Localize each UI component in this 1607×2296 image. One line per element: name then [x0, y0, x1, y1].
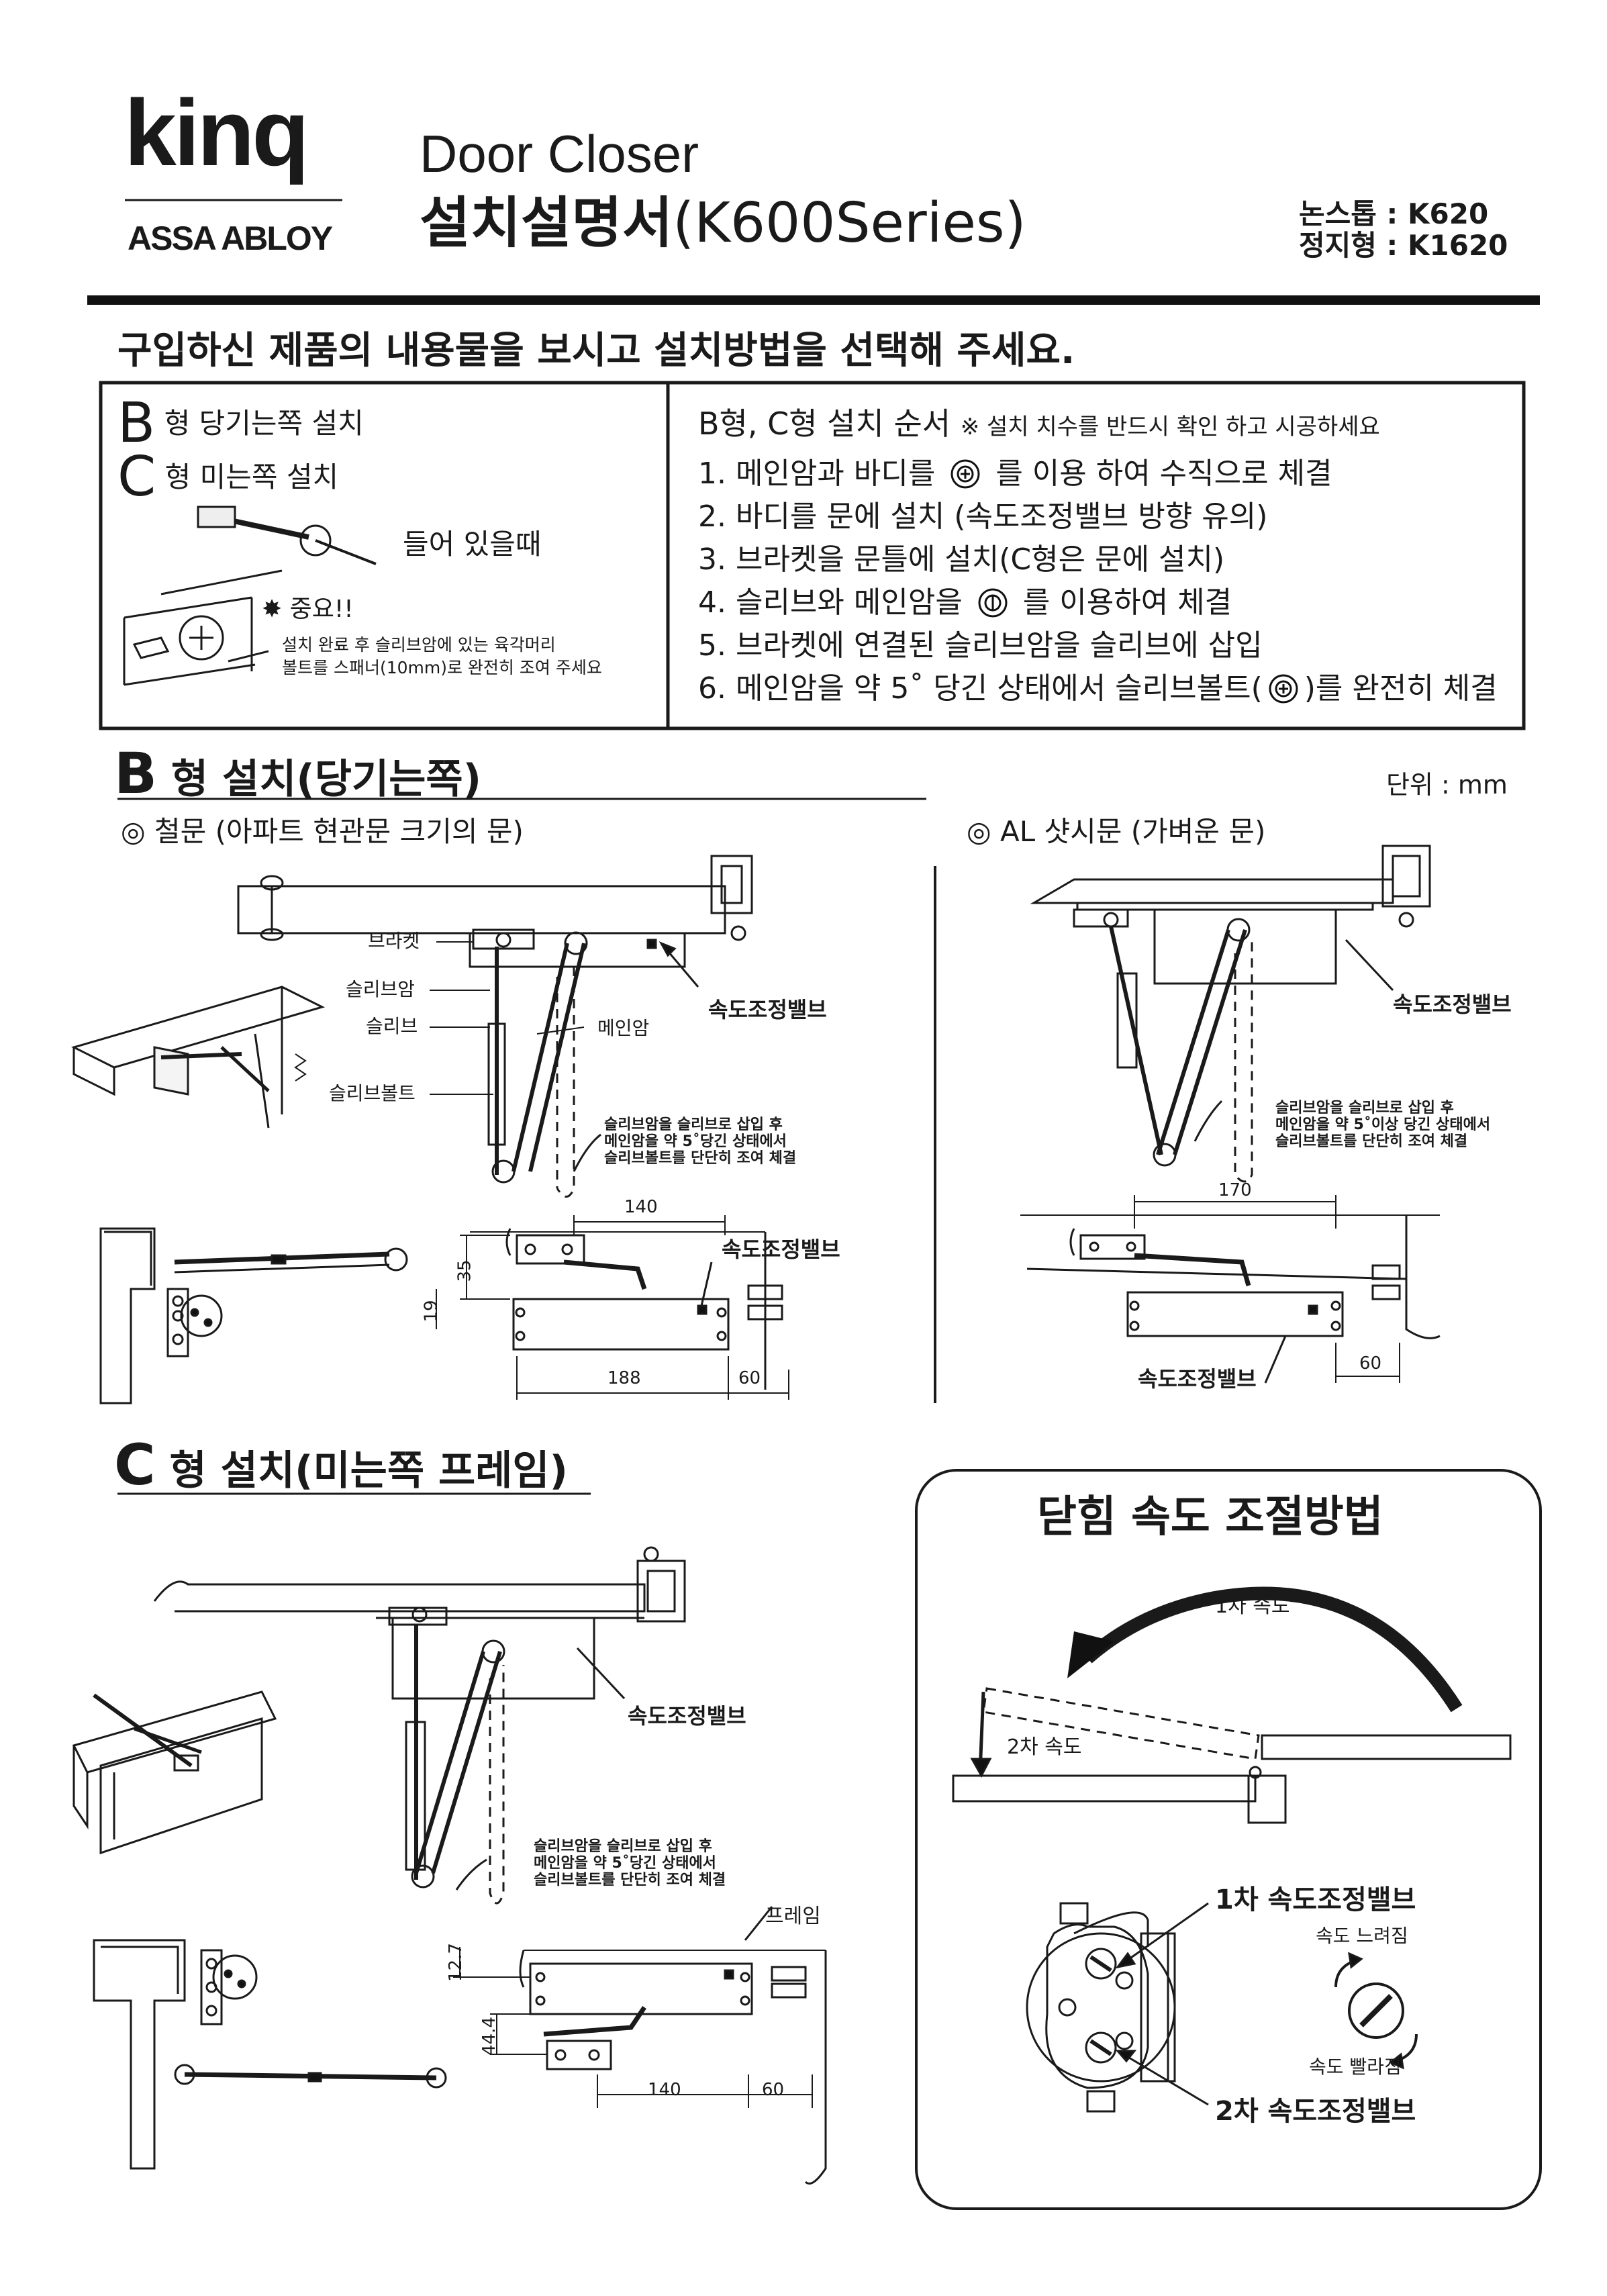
label-sleeve-arm: 슬리브암 — [346, 978, 416, 1000]
faster-label: 속도 빨라짐 — [1309, 2056, 1402, 2078]
dim-60-c: 60 — [762, 2080, 785, 2100]
important-title: ✸ 중요!! — [262, 595, 354, 623]
brand-sub: ASSA ABLOY — [128, 220, 333, 257]
dim-170: 170 — [1218, 1180, 1252, 1200]
title-ko: 설치설명서 — [420, 191, 673, 255]
label-main-arm: 메인암 — [597, 1017, 650, 1039]
label-valve-b-right: 속도조정밸브 — [1393, 992, 1512, 1017]
speed-1-label: 1차 속도 — [1215, 1594, 1290, 1618]
dim-140-c: 140 — [648, 2080, 681, 2100]
label-valve-b-plan: 속도조정밸브 — [722, 1237, 840, 1262]
bolt-detail — [123, 569, 283, 686]
dim-60-b-left: 60 — [738, 1368, 761, 1388]
model-nonstop: 논스톱 : K620 — [1299, 197, 1489, 230]
unit-label: 단위 : mm — [1386, 770, 1508, 800]
al-door-subtitle: ◎ AL 샷시문 (가벼운 문) — [967, 815, 1266, 848]
label-frame: 프레임 — [765, 1905, 821, 1928]
step-1: 1. 메인암과 바디를 를 이용 하여 수직으로 체결 — [698, 457, 1332, 491]
section-c-heading: C 형 설치(미는쪽 프레임) — [114, 1432, 568, 1498]
bolt-knob-icon — [951, 459, 980, 489]
bolt-knob-icon — [978, 588, 1008, 618]
step-2: 2. 바디를 문에 설치 (속도조정밸브 방향 유의) — [698, 499, 1268, 534]
note-b-left-3: 슬리브볼트를 단단히 조여 체결 — [604, 1150, 797, 1167]
note-b-right-1: 슬리브암을 슬리브로 삽입 후 — [1275, 1100, 1454, 1116]
label-sleeve-bolt: 슬리브볼트 — [329, 1082, 416, 1104]
page-title: 설치설명서(K600Series) — [420, 196, 1026, 251]
step-5: 5. 브라켓에 연결된 슬리브암을 슬리브에 삽입 — [698, 628, 1263, 663]
included-note: 들어 있을때 — [403, 528, 542, 561]
steps-title: B형, C형 설치 순서 ※ 설치 치수를 반드시 확인 하고 시공하세요 — [698, 405, 1380, 442]
dim-44-4: 44.4 — [479, 2017, 499, 2056]
brand-logo: kinq — [124, 80, 309, 185]
dim-60-b-right: 60 — [1359, 1353, 1382, 1374]
dim-140-b: 140 — [624, 1197, 658, 1217]
valve-2-label: 2차 속도조정밸브 — [1215, 2096, 1416, 2127]
model-stop: 정지형 : K1620 — [1299, 229, 1508, 262]
note-b-left-2: 메인암을 약 5˚당긴 상태에서 — [604, 1133, 787, 1150]
label-valve-c: 속도조정밸브 — [628, 1703, 746, 1729]
bolt-knob-icon — [1269, 674, 1298, 704]
important-line-2: 볼트를 스패너(10mm)로 완전히 조여 주세요 — [282, 658, 602, 677]
note-b-right-3: 슬리브볼트를 단단히 조여 체결 — [1275, 1133, 1468, 1150]
dim-19: 19 — [421, 1300, 442, 1323]
steel-door-subtitle: ◎ 철문 (아파트 현관문 크기의 문) — [121, 815, 524, 848]
dim-12-7: 12.7 — [445, 1943, 466, 1982]
note-c-3: 슬리브볼트를 단단히 조여 체결 — [534, 1872, 726, 1888]
intro-heading: 구입하신 제품의 내용물을 보시고 설치방법을 선택해 주세요. — [117, 329, 1075, 373]
valve-1-label: 1차 속도조정밸브 — [1215, 1884, 1416, 1915]
type-b-option: B 형 당기는쪽 설치 — [117, 391, 364, 455]
step-6: 6. 메인암을 약 5˚ 당긴 상태에서 슬리브볼트()를 완전히 체결 — [698, 671, 1498, 706]
note-c-1: 슬리브암을 슬리브로 삽입 후 — [534, 1838, 712, 1855]
dim-188: 188 — [607, 1368, 641, 1388]
section-b-heading: B 형 설치(당기는쪽) — [114, 740, 482, 806]
step-3: 3. 브라켓을 문틀에 설치(C형은 문에 설치) — [698, 542, 1225, 577]
type-c-option: C 형 미는쪽 설치 — [117, 445, 339, 509]
speed-box-title: 닫힘 속도 조절방법 — [1037, 1492, 1383, 1542]
dim-35: 35 — [454, 1259, 475, 1282]
note-c-2: 메인암을 약 5˚당긴 상태에서 — [534, 1855, 716, 1872]
closer-thumbnail — [197, 506, 377, 565]
important-line-1: 설치 완료 후 슬리브암에 있는 육각머리 — [282, 635, 556, 655]
speed-2-label: 2차 속도 — [1007, 1735, 1082, 1759]
title-series: (K600Series) — [673, 191, 1026, 255]
label-valve-b-right-plan: 속도조정밸브 — [1138, 1366, 1257, 1392]
step-4: 4. 슬리브와 메인암을 를 이용하여 체결 — [698, 585, 1232, 620]
install-steps: 1. 메인암과 바디를 를 이용 하여 수직으로 체결 2. 바디를 문에 설치… — [698, 451, 1517, 709]
note-b-left-1: 슬리브암을 슬리브로 삽입 후 — [604, 1116, 783, 1133]
label-bracket: 브라켓 — [368, 930, 420, 952]
note-b-right-2: 메인암을 약 5˚이상 당긴 상태에서 — [1275, 1116, 1491, 1133]
label-valve-b-left: 속도조정밸브 — [708, 997, 827, 1022]
label-sleeve: 슬리브 — [366, 1015, 418, 1037]
product-name: Door Closer — [420, 124, 699, 183]
slower-label: 속도 느려짐 — [1316, 1925, 1408, 1947]
star-icon: ✸ — [262, 595, 290, 623]
